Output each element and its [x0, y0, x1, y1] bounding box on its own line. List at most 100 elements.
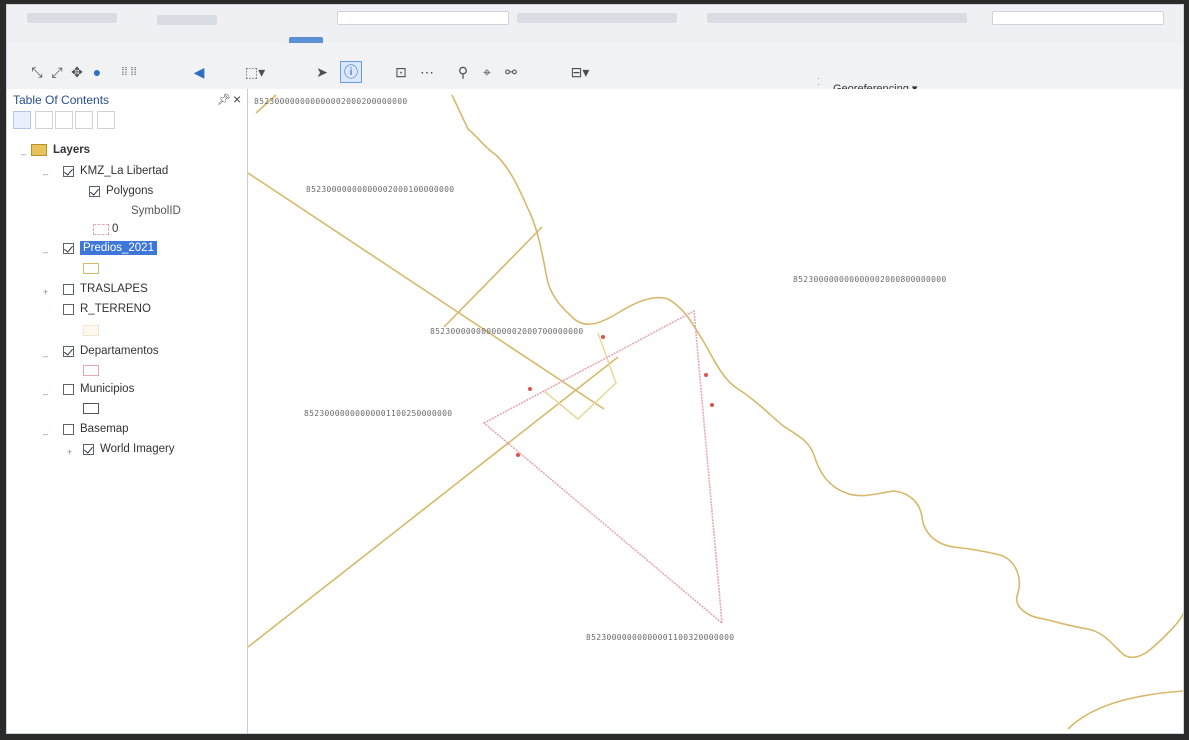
vertex — [516, 453, 520, 457]
layer-label: R_TERRENO — [80, 303, 151, 315]
layer-checkbox[interactable] — [63, 242, 74, 254]
vertex — [704, 373, 708, 377]
map-scale-input[interactable] — [337, 11, 509, 25]
symbol-field-label: SymbolID — [131, 205, 181, 217]
layer-checkbox[interactable] — [63, 423, 74, 435]
fixed-zoom-icon[interactable]: ⁞⁞ ⁞⁞ — [121, 66, 137, 78]
standard-toolbar: ⎘⎙ ▾ ♁ ? — [7, 5, 1183, 65]
parcel-id-label: 852300000000000002000800000000 — [793, 275, 947, 284]
pan-icon[interactable]: ✥ — [71, 63, 83, 80]
vertex — [710, 403, 714, 407]
polygon-symbol — [83, 325, 99, 336]
layer-checkbox[interactable] — [89, 185, 100, 197]
layer-checkbox[interactable] — [63, 283, 74, 295]
layer-label: TRASLAPES — [80, 283, 148, 295]
layer-label-selected: Predios_2021 — [80, 241, 157, 255]
polygon-symbol — [83, 365, 99, 376]
toolbar-group — [157, 15, 217, 25]
zoom-out-icon[interactable]: ⤢ — [51, 63, 63, 80]
layers-root[interactable]: Layers — [31, 144, 90, 156]
layer-checkbox[interactable] — [63, 345, 74, 357]
vertex — [601, 335, 605, 339]
hyperlink-icon[interactable]: ⊡ — [395, 63, 407, 80]
layer-checkbox[interactable] — [63, 303, 74, 315]
close-icon[interactable]: × — [233, 91, 242, 107]
search-input[interactable] — [992, 11, 1164, 25]
layer-polygons[interactable]: Polygons — [89, 185, 153, 197]
layer-kmz-la-libertad[interactable]: KMZ_La Libertad — [63, 165, 168, 177]
html-popup-icon[interactable]: ⋯ — [420, 63, 434, 80]
parcel-id-label: 852300000000000002000200000000 — [254, 97, 408, 106]
parcel-line — [248, 172, 605, 410]
layer-label: Basemap — [80, 423, 129, 435]
layer-r-terreno[interactable]: R_TERRENO — [63, 303, 151, 315]
parcel-id-label: 852300000000000002000700000000 — [430, 327, 584, 336]
layer-checkbox[interactable] — [83, 443, 94, 455]
layer-label: Municipios — [80, 383, 135, 395]
arcmap-window: ⎘⎙ ▾ ♁ ? ⤡ ⤢ ✥ ● ⁞⁞ ⁞⁞ ◀ ⬚▾ ➤ ⓘ ⊡ ⋯ ⚲ ⌖ … — [6, 4, 1184, 734]
polygon-symbol — [83, 263, 99, 274]
layer-predios-2021[interactable]: Predios_2021 — [63, 241, 157, 255]
parcel-line — [451, 94, 1183, 659]
layer-basemap[interactable]: Basemap — [63, 423, 129, 435]
list-by-source-icon[interactable] — [35, 111, 53, 129]
parcel-id-label: 85230000000000002000100000000 — [306, 185, 455, 194]
toc-toolbar — [13, 111, 153, 131]
layer-label: World Imagery — [100, 443, 175, 455]
polygon-symbol — [93, 223, 109, 235]
layer-label: Departamentos — [80, 345, 159, 357]
expand-icon[interactable]: + — [43, 287, 49, 297]
layers-label: Layers — [53, 144, 91, 156]
symbol-class-0: 0 — [93, 223, 118, 235]
vertex-markers — [516, 335, 714, 457]
layer-municipios[interactable]: Municipios — [63, 383, 134, 395]
kmz-triangle — [482, 309, 723, 625]
layer-departamentos[interactable]: Departamentos — [63, 345, 159, 357]
collapse-icon[interactable]: – — [21, 149, 27, 159]
layer-label: KMZ_La Libertad — [80, 165, 169, 177]
full-extent-icon[interactable]: ● — [92, 64, 102, 80]
polygon-symbol — [83, 403, 99, 414]
parcel-line — [443, 226, 543, 328]
identify-icon[interactable]: ⓘ — [340, 61, 362, 83]
find-icon[interactable]: ⚲ — [457, 63, 469, 80]
select-elements-icon[interactable]: ➤ — [316, 63, 328, 80]
parcel-line — [248, 356, 619, 648]
layer-traslapes[interactable]: TRASLAPES — [63, 283, 148, 295]
options-icon[interactable] — [97, 111, 115, 129]
vertex — [528, 387, 532, 391]
collapse-icon[interactable]: – — [43, 389, 49, 399]
zoom-in-icon[interactable]: ⤡ — [31, 63, 43, 80]
map-canvas[interactable]: 852300000000000002000200000000 852300000… — [248, 89, 1183, 733]
parcel-id-label: 85230000000000001100250000000 — [304, 409, 453, 418]
pin-icon[interactable]: 📌︎ — [217, 94, 231, 106]
collapse-icon[interactable]: – — [43, 169, 49, 179]
scale-field[interactable] — [289, 37, 323, 47]
layers-folder-icon — [31, 144, 47, 156]
time-slider-icon[interactable]: ⊟▾ — [570, 63, 590, 80]
toc-title: Table Of Contents — [13, 93, 110, 107]
layer-label: Polygons — [106, 185, 154, 197]
measure-icon[interactable]: ⚯ — [505, 63, 517, 80]
list-by-drawing-order-icon[interactable] — [13, 111, 31, 129]
kmz-polygon — [482, 309, 723, 625]
list-by-selection-icon[interactable] — [75, 111, 93, 129]
list-by-visibility-icon[interactable] — [55, 111, 73, 129]
collapse-icon[interactable]: – — [43, 247, 49, 257]
parcel-line — [255, 94, 277, 114]
table-of-contents-panel: Table Of Contents 📌︎ × – Layers – KMZ_La… — [7, 89, 248, 733]
parcel-id-label: 85230000000000001100320000000 — [586, 633, 735, 642]
collapse-icon[interactable]: – — [43, 429, 49, 439]
layer-checkbox[interactable] — [63, 383, 74, 395]
symbol-value: 0 — [112, 223, 119, 235]
back-extent-icon[interactable]: ◀ — [193, 63, 205, 80]
layer-world-imagery[interactable]: World Imagery — [83, 443, 175, 455]
expand-icon[interactable]: + — [67, 447, 73, 457]
map-features — [248, 94, 1183, 730]
select-features-icon[interactable]: ⬚▾ — [244, 63, 266, 80]
toolbar-group — [27, 13, 117, 23]
layer-checkbox[interactable] — [63, 165, 74, 177]
collapse-icon[interactable]: – — [43, 351, 49, 361]
go-to-xy-icon[interactable]: ⌖ — [483, 63, 491, 80]
tools-toolbar: ⤡ ⤢ ✥ ● ⁞⁞ ⁞⁞ ◀ ⬚▾ ➤ ⓘ ⊡ ⋯ ⚲ ⌖ ⚯ ⊟▾ — [7, 43, 1183, 90]
